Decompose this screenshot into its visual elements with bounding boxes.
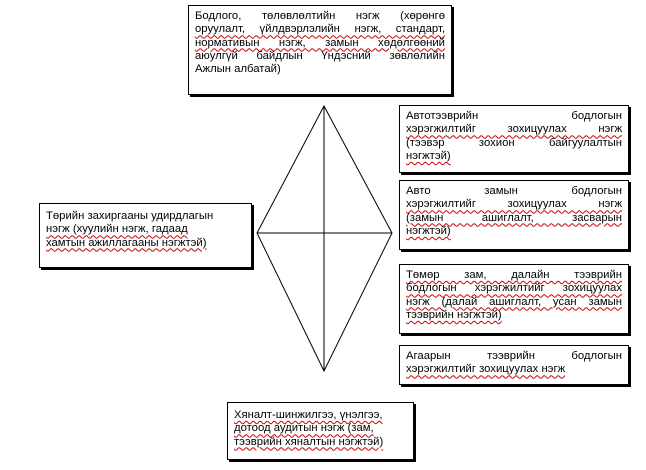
box-line: нэгж (далай ашиглалт, усан замын bbox=[406, 295, 622, 308]
box-line: (замын ашиглалт, засварын bbox=[406, 211, 622, 224]
box-line: хэрэгжилтийг зохицуулах нэгж bbox=[406, 363, 566, 376]
box-line: Агаарын тээврийн бодлогын bbox=[406, 350, 622, 362]
box-line: бодлогын хэрэгжилтийг зохицуулах bbox=[406, 282, 622, 295]
box-line: тээврийн нэгжтэй) bbox=[406, 308, 502, 321]
box-line: нормативын нэгж, замын хөдөлгөөний bbox=[195, 36, 445, 49]
policy-planning-unit-box: Бодлого, төлөвлөлтийн нэгж (хөрөнгө оруу… bbox=[188, 5, 452, 95]
state-administration-unit-box: Төрийн захиргааны удирдлагын нэгж (хуули… bbox=[39, 203, 252, 268]
box-line: нэгжтэй) bbox=[406, 149, 451, 162]
box-line: нэгжтэй) bbox=[406, 224, 451, 237]
box-line: Авто замын бодлогын bbox=[406, 185, 622, 197]
box-line: оруулалт, үйлдвэрлэлийн нэгж, стандарт, bbox=[195, 23, 445, 36]
box-line: нэгж (хуулийн нэгж, гадаад bbox=[46, 223, 188, 236]
box-line: (тээвэр зохион байгуулалтын bbox=[406, 136, 622, 149]
box-line: аюулгүй байдлын Үндэсний зөвлөлийн bbox=[195, 49, 445, 62]
road-transport-unit-box: Автотээврийн бодлогын хэрэгжилтийг зохиц… bbox=[399, 105, 629, 173]
box-line: хамтын ажиллагааны нэгжтэй) bbox=[46, 236, 207, 249]
box-line: Ажлын албатай) bbox=[195, 63, 281, 76]
box-line: хэрэгжилтийг зохицуулах нэгж bbox=[406, 123, 622, 136]
box-line: тээврийн хяналтын нэгжтэй) bbox=[234, 435, 384, 448]
box-line: Төмөр зам, далайн тээврийн bbox=[406, 269, 622, 281]
box-line: Бодлого, төлөвлөлтийн нэгж (хөрөнгө bbox=[195, 10, 445, 22]
monitoring-audit-unit-box: Хяналт-шинжилгээ, үнэлгээ, дотоод аудиты… bbox=[227, 402, 414, 460]
box-line: Автотээврийн бодлогын bbox=[406, 110, 622, 122]
box-line: Төрийн захиргааны удирдлагын bbox=[46, 210, 214, 222]
auto-road-unit-box: Авто замын бодлогын хэрэгжилтийг зохицуу… bbox=[399, 180, 629, 250]
railway-maritime-unit-box: Төмөр зам, далайн тээврийн бодлогын хэрэ… bbox=[399, 264, 629, 334]
air-transport-unit-box: Агаарын тээврийн бодлогын хэрэгжилтийг з… bbox=[399, 345, 629, 385]
box-line: Хяналт-шинжилгээ, үнэлгээ, bbox=[234, 409, 383, 421]
box-line: дотоод аудитын нэгж (зам, bbox=[234, 422, 374, 435]
box-line: хэрэгжилтийг зохицуулах нэгж bbox=[406, 198, 622, 211]
